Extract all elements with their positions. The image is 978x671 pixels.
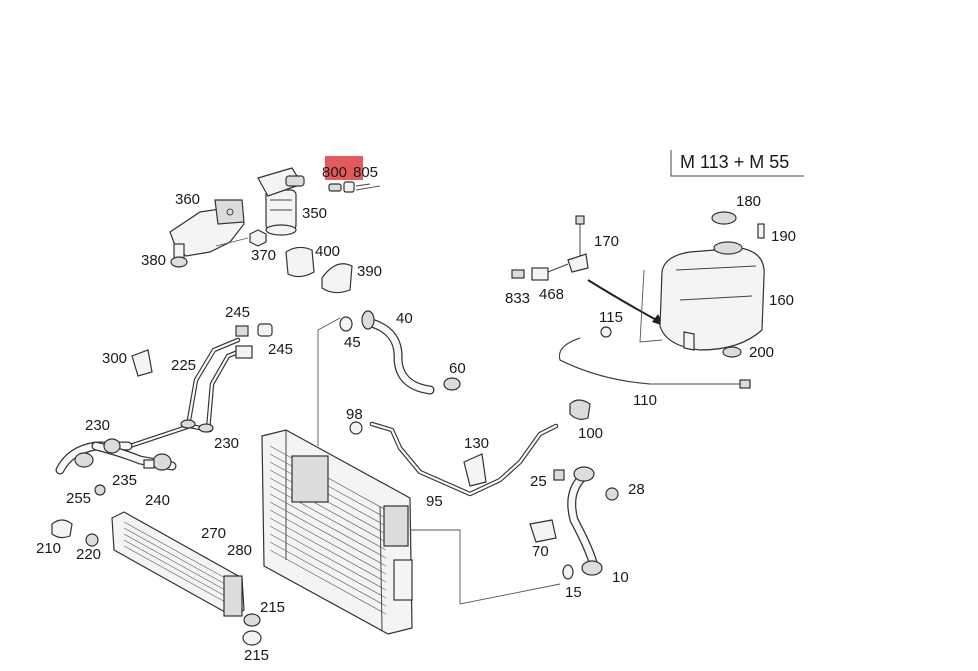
label-350: 350: [302, 205, 327, 222]
label-15: 15: [565, 584, 582, 601]
label-130: 130: [464, 435, 489, 452]
label-280: 280: [227, 542, 252, 559]
label-833: 833: [505, 290, 530, 307]
label-98: 98: [346, 406, 363, 423]
label-225: 225: [171, 357, 196, 374]
label-95: 95: [426, 493, 443, 510]
sensor-170-icon: [511, 215, 664, 326]
label-180: 180: [736, 193, 761, 210]
hose-10-icon: [529, 466, 619, 580]
leader-lines: [317, 185, 663, 605]
label-190: 190: [771, 228, 796, 245]
line-110-icon: [558, 326, 751, 389]
clamp-100-icon: [569, 399, 591, 420]
label-110: 110: [633, 392, 657, 409]
label-400: 400: [315, 243, 340, 260]
label-220: 220: [76, 546, 101, 563]
label-230-right: 230: [214, 435, 239, 452]
part-labels: 360 380 370 350 800 805 400 390 245 245 …: [36, 164, 796, 664]
label-245-right: 245: [268, 341, 293, 358]
label-60: 60: [449, 360, 466, 377]
highlight-800: [325, 156, 363, 180]
label-380: 380: [141, 252, 166, 269]
electric-pump-icon: [169, 167, 371, 294]
label-210: 210: [36, 540, 61, 557]
label-235: 235: [112, 472, 137, 489]
label-160: 160: [769, 292, 794, 309]
label-255: 255: [66, 490, 91, 507]
label-230-left: 230: [85, 417, 110, 434]
label-300: 300: [102, 350, 127, 367]
radiator-icon: [261, 429, 413, 635]
label-45: 45: [344, 334, 361, 351]
label-245-top: 245: [225, 304, 250, 321]
label-170: 170: [594, 233, 619, 250]
label-70: 70: [532, 543, 549, 560]
label-270: 270: [201, 525, 226, 542]
pipe-95-icon: [349, 421, 559, 497]
label-115: 115: [599, 309, 623, 326]
label-468: 468: [539, 286, 564, 303]
label-215-top: 215: [260, 599, 285, 616]
label-240: 240: [145, 492, 170, 509]
expansion-tank-icon: [659, 211, 765, 358]
hose-group-left-icon: [55, 438, 177, 496]
label-360: 360: [175, 191, 200, 208]
label-28: 28: [628, 481, 645, 498]
label-40: 40: [396, 310, 413, 327]
label-215-bottom: 215: [244, 647, 269, 664]
engine-label: M 113 + M 55: [670, 150, 804, 177]
label-10: 10: [612, 569, 629, 586]
label-800: 800: [322, 164, 347, 181]
hose-40-icon: [339, 310, 461, 395]
pipe-assembly-icon: [127, 323, 273, 449]
label-100: 100: [578, 425, 603, 442]
aux-cooler-icon: [51, 511, 262, 646]
label-805: 805: [353, 164, 378, 181]
label-25: 25: [530, 473, 547, 490]
label-370: 370: [251, 247, 276, 264]
engine-label-text: M 113 + M 55: [680, 152, 789, 172]
label-390: 390: [357, 263, 382, 280]
label-200: 200: [749, 344, 774, 361]
